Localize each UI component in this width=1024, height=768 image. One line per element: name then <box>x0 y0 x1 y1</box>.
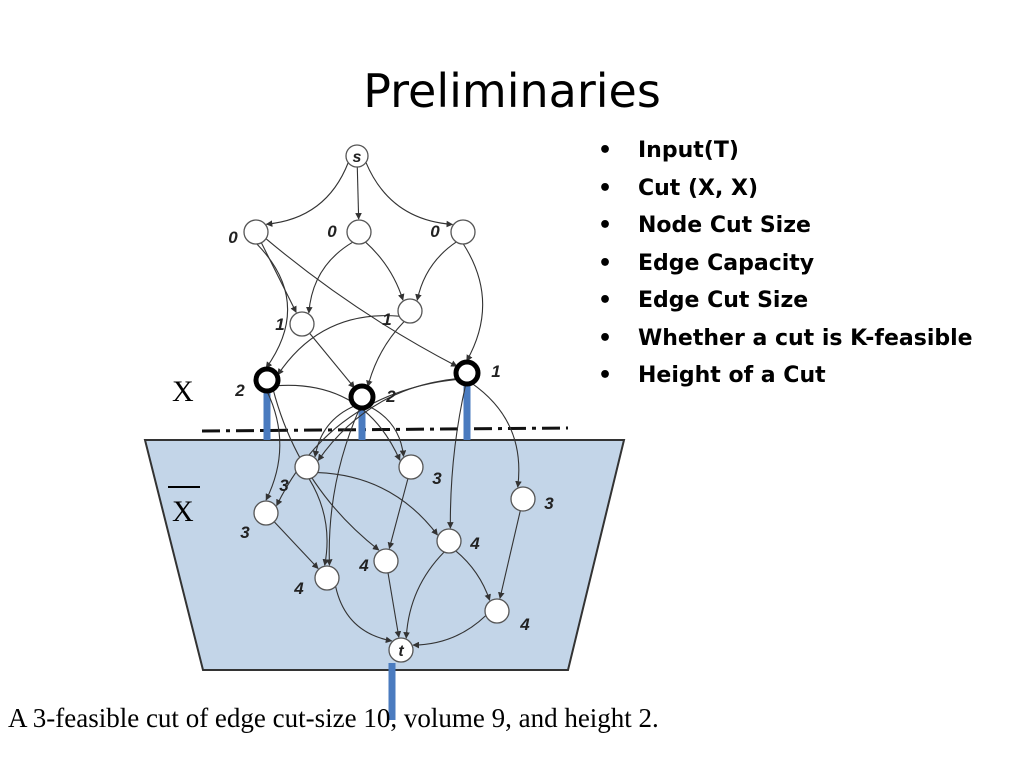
edge-arrow <box>355 166 362 220</box>
node-label: 1 <box>275 315 284 334</box>
edge-arrow <box>387 478 409 550</box>
edge-arrow <box>265 238 458 367</box>
edge-arrow <box>455 550 491 601</box>
node-b2 <box>397 298 423 324</box>
node-label: 3 <box>279 476 289 495</box>
bullet-item: • Whether a cut is K-feasible <box>598 322 973 360</box>
node-label: 4 <box>358 556 369 575</box>
edge-arrow <box>403 551 445 639</box>
bullet-list: • Input(T) • Cut (X, X) • Node Cut Size • Ed… <box>598 134 973 397</box>
node-label: 4 <box>293 579 304 598</box>
edge-arrow <box>387 572 402 638</box>
bullet-dot-icon: • <box>598 213 613 238</box>
cut-edges <box>263 386 471 720</box>
bullet-text: Cut (X, X) <box>638 175 759 201</box>
bullet-text: Whether a cut is K-feasible <box>638 325 973 351</box>
bullet-dot-icon: • <box>598 250 613 276</box>
bullet-text: Node Cut Size <box>638 213 811 238</box>
node-c3 <box>453 359 481 387</box>
bullet-text: Height of a Cut <box>638 363 826 388</box>
edge-arrow <box>462 243 484 362</box>
node-label: 4 <box>519 615 530 634</box>
node-d4 <box>253 500 279 526</box>
node-a1 <box>243 219 269 245</box>
edge-arrow <box>365 162 454 228</box>
edge-arrow <box>308 478 330 566</box>
node-label: 0 <box>327 222 337 241</box>
edge-arrow <box>265 390 281 501</box>
node-label: t <box>398 643 404 660</box>
node-s <box>345 144 369 168</box>
node-label: 0 <box>228 228 238 247</box>
edge-arrow <box>312 405 356 458</box>
bullet-text: Edge Capacity <box>638 250 815 276</box>
bullet-dot-icon: • <box>598 175 613 201</box>
bullet-dot-icon: • <box>598 325 613 351</box>
edge-arrow <box>277 315 400 376</box>
edges <box>256 162 522 649</box>
bullet-item: • Input(T) <box>598 134 973 172</box>
edge-arrow <box>273 521 319 570</box>
edge-arrow <box>306 241 353 314</box>
node-c2 <box>348 383 376 411</box>
bullet-item: • Edge Capacity <box>598 247 973 285</box>
edge-arrow <box>471 382 522 488</box>
edge-arrow <box>260 242 297 313</box>
edge-arrow <box>265 162 349 227</box>
node-label: 3 <box>240 523 250 542</box>
edge-arrow <box>368 405 407 458</box>
node-e2 <box>373 548 399 574</box>
node-e1 <box>314 565 340 591</box>
edge-arrow <box>256 243 289 369</box>
bullet-dot-icon: • <box>598 288 613 313</box>
slide-title: Preliminaries <box>363 64 661 118</box>
bullet-text: Edge Cut Size <box>638 288 809 313</box>
edge-arrow <box>276 378 459 507</box>
bullet-item: • Height of a Cut <box>598 359 973 397</box>
xbar-set-label: X <box>172 495 194 528</box>
edge-arrow <box>325 407 361 566</box>
edge-arrow <box>365 241 405 301</box>
node-label: 2 <box>234 381 245 400</box>
node-label: s <box>353 149 362 166</box>
node-label: 0 <box>430 222 440 241</box>
node-label: 4 <box>469 534 480 553</box>
bullet-dot-icon: • <box>598 138 613 163</box>
edge-arrow <box>317 471 438 536</box>
node-b1 <box>289 311 315 337</box>
nodes: s 0 0 0 1 1 2 2 1 3 3 3 3 4 4 4 4 t <box>228 144 554 663</box>
edge-arrow <box>415 241 457 301</box>
edge-arrow <box>447 383 467 529</box>
node-label: 3 <box>432 469 442 488</box>
node-d2 <box>398 454 424 480</box>
figure-caption: A 3-feasible cut of edge cut-size 10, vo… <box>8 703 659 733</box>
edge-arrow <box>366 321 405 388</box>
node-label: 3 <box>544 494 554 513</box>
node-label: 2 <box>385 387 396 406</box>
node-e4 <box>484 598 510 624</box>
bullet-text: Input(T) <box>638 138 739 163</box>
edge-arrow <box>412 615 487 649</box>
node-label: 1 <box>382 310 391 329</box>
node-a3 <box>450 219 476 245</box>
node-c1 <box>253 366 281 394</box>
bullet-item: • Node Cut Size <box>598 209 973 247</box>
node-label: 1 <box>491 362 500 381</box>
node-d3 <box>510 486 536 512</box>
node-a2 <box>346 219 372 245</box>
bullet-item: • Cut (X, X) <box>598 172 973 210</box>
bullet-item: • Edge Cut Size <box>598 284 973 322</box>
edge-arrow <box>498 510 521 599</box>
cut-line <box>201 426 569 433</box>
x-set-label: X <box>172 375 194 408</box>
node-t <box>388 637 414 663</box>
node-d1 <box>294 454 320 480</box>
edge-arrow <box>309 332 355 389</box>
node-e3 <box>436 528 462 554</box>
edge-arrow <box>272 389 380 551</box>
bullet-dot-icon: • <box>598 363 613 388</box>
edge-arrow <box>335 586 393 644</box>
